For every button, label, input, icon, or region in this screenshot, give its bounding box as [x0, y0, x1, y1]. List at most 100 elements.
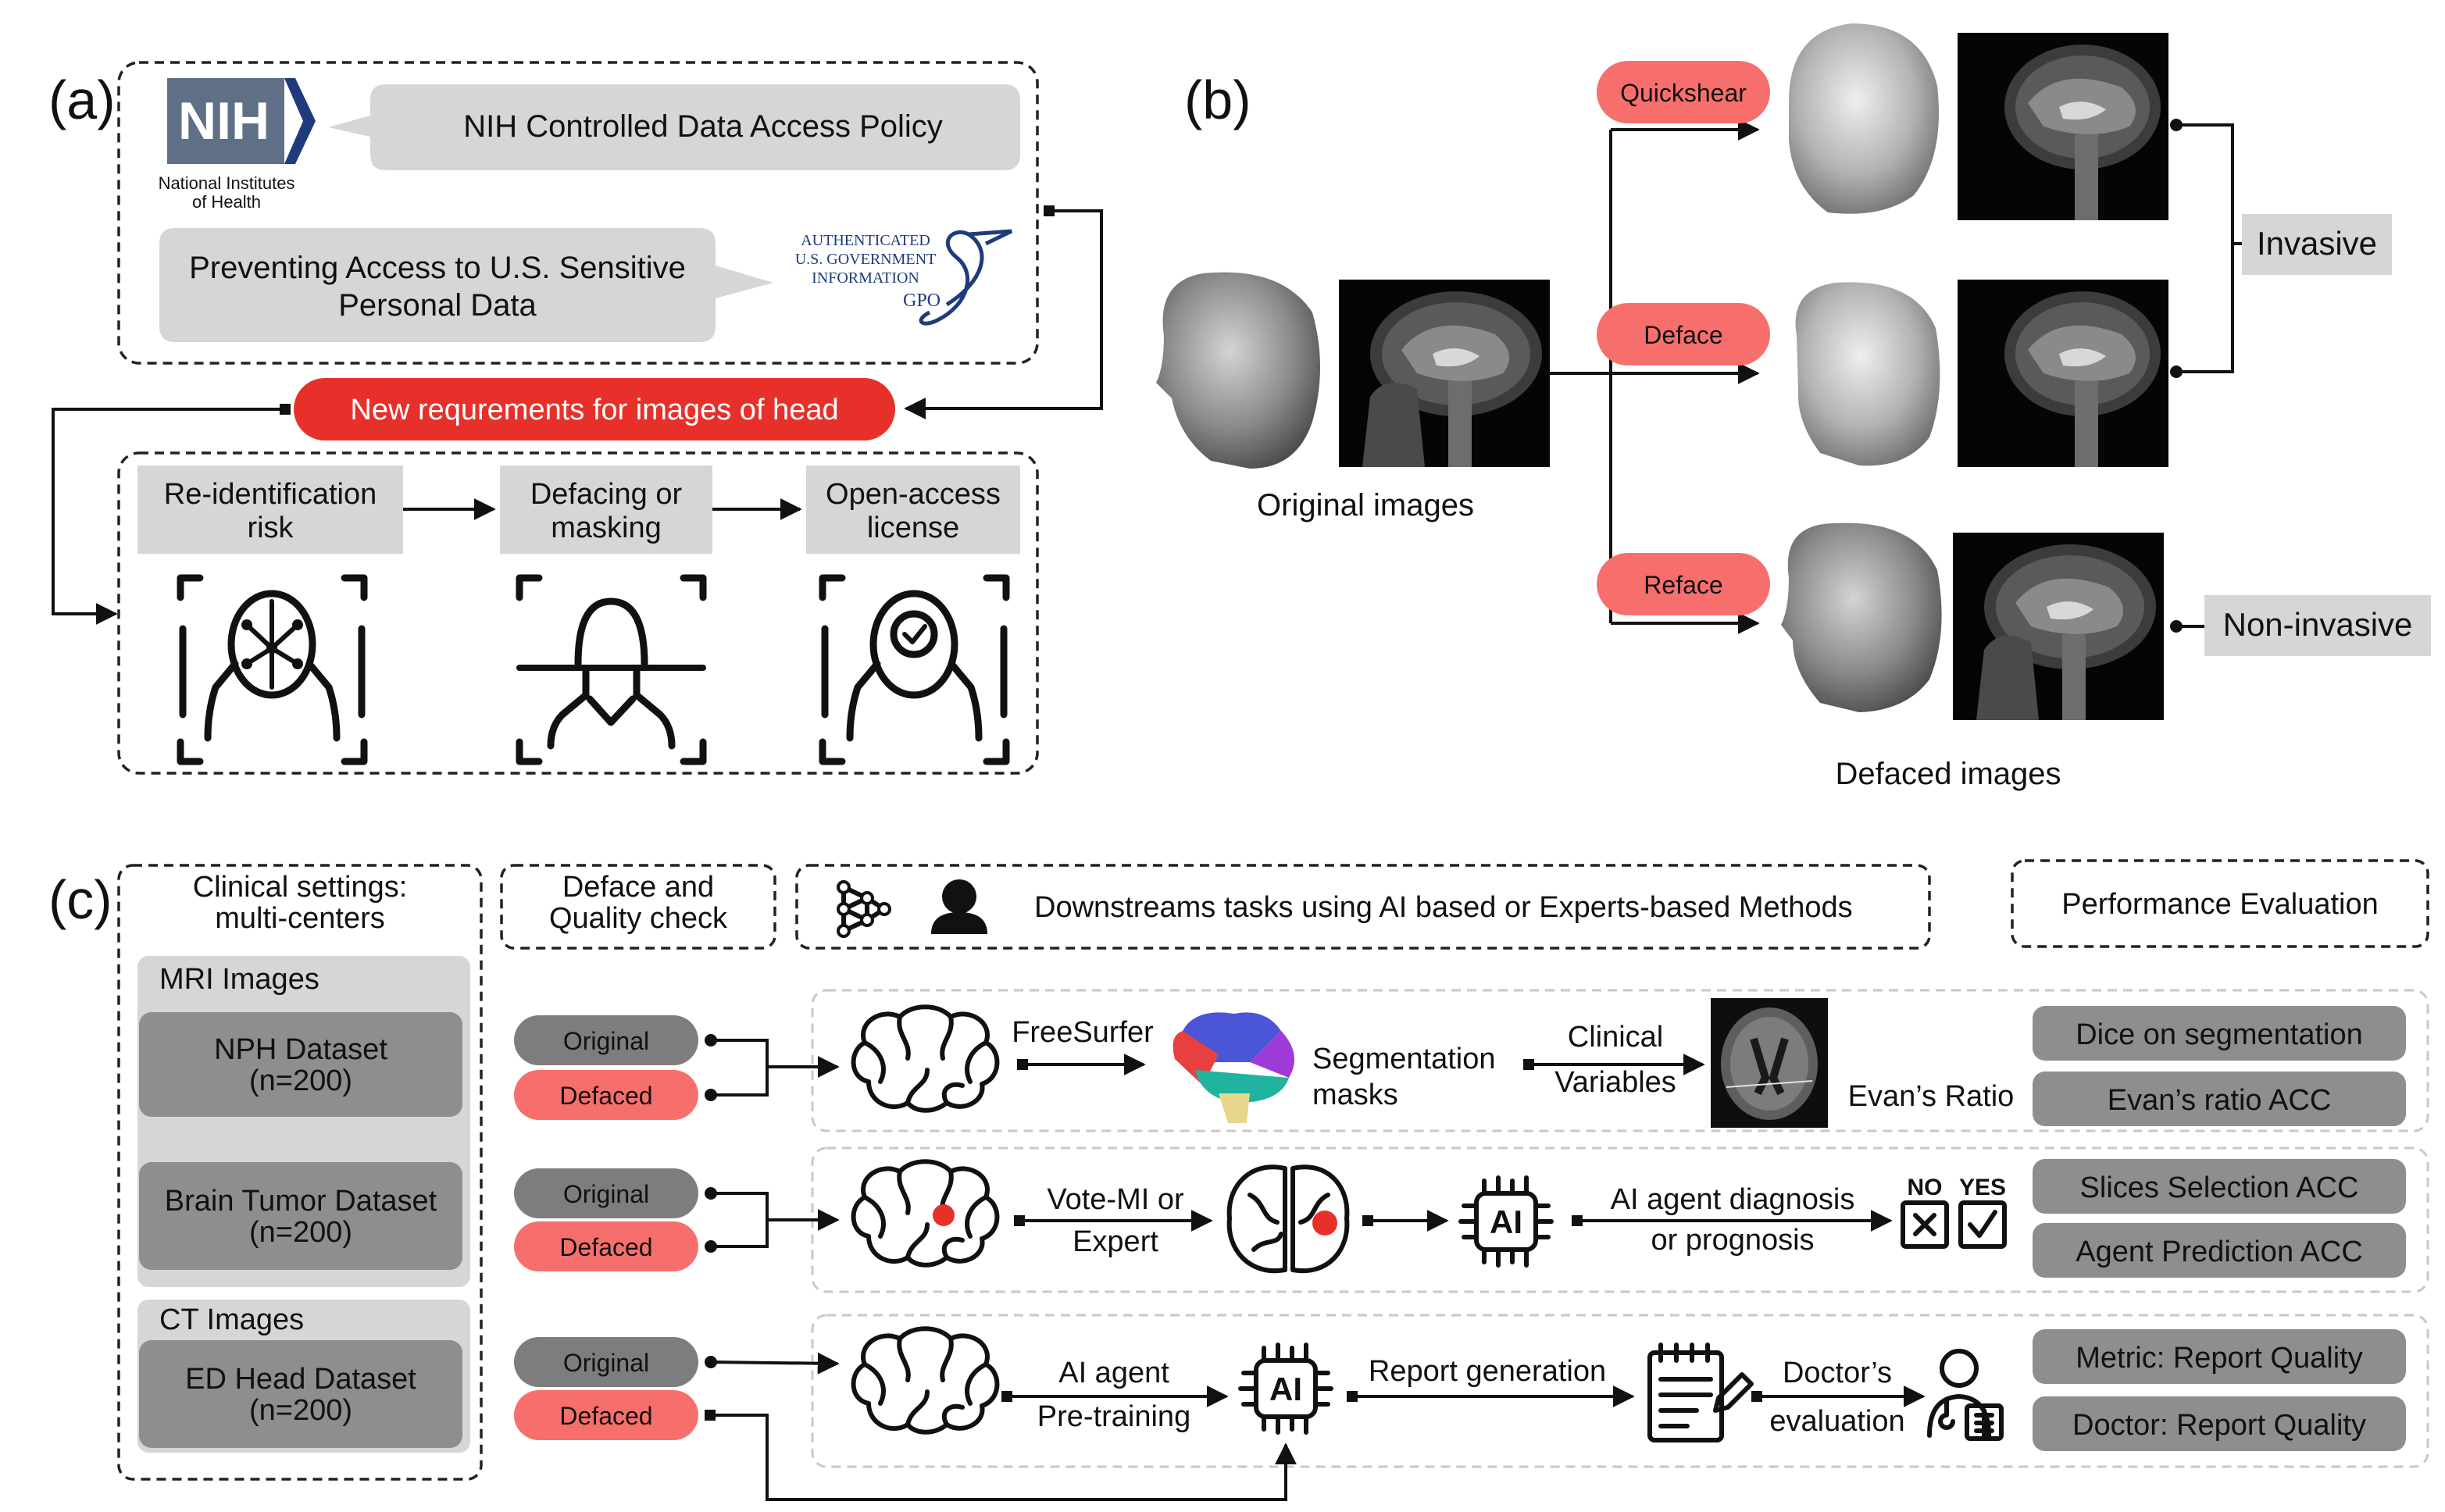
svg-text:Report generation: Report generation [1369, 1355, 1606, 1388]
face-scan-icon [177, 574, 368, 765]
metric-report-quality [2033, 1329, 2406, 1384]
downstream-text: Downstreams tasks using AI based or Expe… [1034, 891, 1853, 924]
svg-text:Invasive: Invasive [2257, 225, 2377, 262]
prevent-line1: Preventing Access to U.S. Sensitive [189, 251, 686, 285]
row3-original-pill [514, 1337, 698, 1387]
nih-policy-text: NIH Controlled Data Access Policy [463, 109, 943, 144]
invasive-label [2242, 214, 2392, 275]
verified-head-icon [819, 574, 1010, 765]
defaced-images-caption: Defaced images [1835, 757, 2061, 791]
original-mri-slice [1339, 280, 1550, 467]
step-defacing [500, 465, 712, 554]
person-icon [931, 879, 987, 934]
clinical-settings-box [117, 864, 483, 1481]
metric-slices-selection [2033, 1159, 2406, 1214]
svg-text:Dice on segmentation: Dice on segmentation [2076, 1018, 2363, 1051]
row2-brain-tumor-icon [854, 1161, 998, 1265]
svg-text:Deface: Deface [1644, 321, 1722, 349]
row1-brain-icon [854, 1007, 998, 1111]
masked-head-icon [516, 574, 707, 765]
svg-text:multi-centers: multi-centers [215, 902, 385, 935]
method-reface [1597, 553, 1770, 615]
svg-text:AI agent: AI agent [1058, 1357, 1169, 1389]
row3-defaced-pill [514, 1390, 698, 1440]
policy-box [117, 61, 1039, 365]
svg-text:Evan’s ratio ACC: Evan’s ratio ACC [2108, 1084, 2332, 1117]
original-images-caption: Original images [1257, 488, 1474, 522]
report-document-icon [1647, 1343, 1754, 1442]
svg-text:Metric: Report Quality: Metric: Report Quality [2076, 1342, 2362, 1375]
deface-mri-slice [1958, 280, 2168, 467]
svg-text:CT Images: CT Images [159, 1303, 304, 1336]
svg-text:Original: Original [563, 1027, 649, 1055]
svg-text:AI: AI [1269, 1371, 1302, 1407]
row2-original-pill [514, 1168, 698, 1218]
svg-text:MRI Images: MRI Images [159, 963, 319, 996]
svg-text:Segmentation: Segmentation [1312, 1043, 1496, 1075]
svg-text:Re-identification: Re-identification [164, 478, 377, 511]
svg-text:of Health: of Health [192, 192, 261, 212]
svg-text:Pre-training: Pre-training [1037, 1400, 1190, 1433]
doctor-xray-icon [1927, 1349, 2004, 1441]
step-reidentification [137, 465, 403, 554]
svg-text:Slices Selection ACC: Slices Selection ACC [2080, 1171, 2359, 1204]
no-yes-checkbox-icon: NO YES [1901, 1175, 2007, 1249]
svg-text:Non-invasive: Non-invasive [2223, 606, 2413, 643]
svg-text:Quality check: Quality check [549, 902, 728, 935]
task-row-nph [811, 989, 2429, 1132]
svg-text:NO: NO [1908, 1175, 1943, 1200]
svg-text:Doctor’s: Doctor’s [1783, 1357, 1892, 1389]
svg-text:Vote-MI or: Vote-MI or [1047, 1183, 1184, 1216]
row1-defaced-pill [514, 1070, 698, 1120]
new-requirements-text: New requrements for images of head [350, 394, 838, 426]
original-head-render [1156, 272, 1320, 469]
non-invasive-label [2204, 595, 2431, 656]
prevent-access-bubble: Preventing Access to U.S. Sensitive Pers… [159, 228, 773, 342]
ai-chip-icon: AI [1458, 1175, 1554, 1268]
svg-text:(n=200): (n=200) [249, 1394, 352, 1427]
svg-text:INFORMATION: INFORMATION [812, 269, 919, 287]
svg-text:NIH: NIH [178, 91, 269, 151]
svg-text:Defaced: Defaced [559, 1402, 652, 1430]
svg-text:Defaced: Defaced [559, 1082, 652, 1110]
task-row-ct [811, 1314, 2429, 1468]
svg-text:Variables: Variables [1554, 1066, 1676, 1099]
svg-text:Expert: Expert [1073, 1225, 1158, 1258]
new-requirements-banner [294, 378, 895, 440]
svg-text:risk: risk [247, 512, 294, 544]
panel-b-label: (b) [1184, 70, 1251, 130]
row2-defaced-pill [514, 1221, 698, 1271]
svg-text:Performance Evaluation: Performance Evaluation [2061, 888, 2379, 921]
svg-text:or prognosis: or prognosis [1651, 1224, 1814, 1257]
metric-dice [2033, 1006, 2406, 1061]
quickshear-mri-slice [1958, 33, 2168, 220]
method-quickshear [1597, 61, 1770, 123]
svg-text:(n=200): (n=200) [249, 1216, 352, 1249]
svg-text:Deface and: Deface and [562, 871, 714, 904]
deface-render [1795, 282, 1940, 466]
svg-text:YES: YES [1959, 1175, 2006, 1200]
svg-text:Evan’s Ratio: Evan’s Ratio [1848, 1080, 2015, 1113]
svg-text:U.S. GOVERNMENT: U.S. GOVERNMENT [795, 251, 937, 268]
nih-policy-bubble: NIH Controlled Data Access Policy [328, 84, 1020, 170]
dataset-brain-tumor [139, 1162, 462, 1270]
svg-text:National Institutes: National Institutes [159, 173, 295, 193]
step-open-access [806, 465, 1020, 554]
ai-chip-icon-2: AI [1238, 1343, 1333, 1435]
deface-qc-box [500, 864, 776, 950]
svg-text:NPH Dataset: NPH Dataset [214, 1033, 387, 1066]
axial-mri-thumbnail [1711, 998, 1828, 1128]
nih-logo: NIH National Institutes of Health [159, 78, 316, 212]
dataset-ed-head [139, 1340, 462, 1448]
svg-text:Doctor: Report Quality: Doctor: Report Quality [2072, 1409, 2366, 1442]
performance-eval-box [2011, 859, 2429, 948]
reface-render [1781, 522, 1942, 712]
svg-text:Open-access: Open-access [826, 478, 1001, 511]
brain-top-view-icon [1226, 1164, 1350, 1274]
downstream-box [795, 864, 1931, 950]
metric-agent-prediction [2033, 1223, 2406, 1278]
svg-text:Defacing or: Defacing or [530, 478, 683, 511]
quickshear-render [1789, 23, 1939, 214]
svg-text:Reface: Reface [1644, 571, 1722, 599]
